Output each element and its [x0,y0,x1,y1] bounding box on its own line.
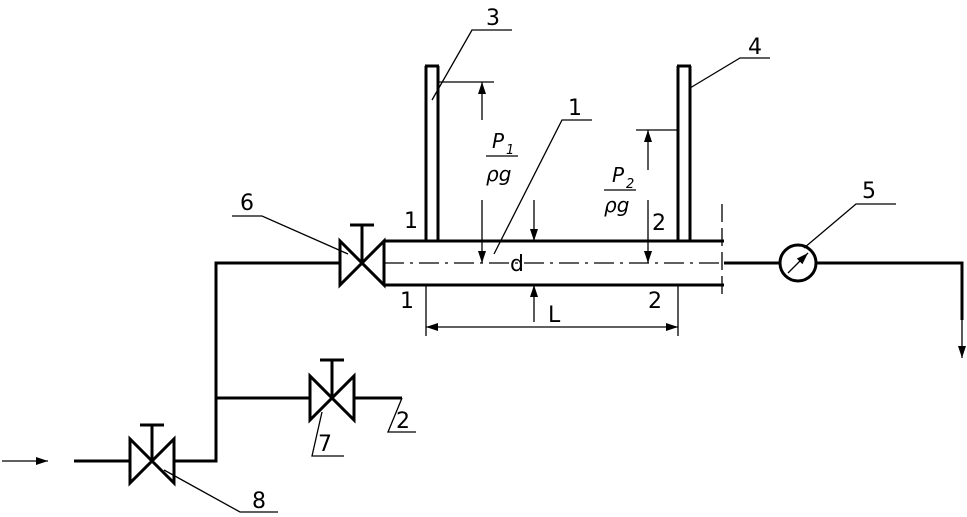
leader-7 [311,411,344,457]
label-4: 4 [748,35,762,60]
diameter-label: d [510,252,524,277]
valve-7 [308,358,356,424]
leader-3 [431,29,512,101]
label-5: 5 [862,179,876,204]
leader-6 [232,215,349,255]
p2-subscript: 2 [626,177,634,192]
leader-5 [803,203,896,249]
discharge-pipe [816,261,964,320]
label-6: 6 [240,191,254,216]
p2-denominator: ρg [604,193,629,217]
section-1-top-label: 1 [404,209,418,234]
piezometer-tube-3 [424,64,440,241]
leader-4 [689,57,770,89]
leader-1 [493,119,592,255]
test-pipe [384,239,724,287]
flow-meter-5 [778,243,818,283]
section-2-bottom-label: 2 [648,289,662,314]
length-label: L [548,303,561,328]
label-8: 8 [252,489,266,514]
p2-numerator: P [612,163,625,187]
piezometer-tube-4 [676,64,692,241]
label-7: 7 [318,432,332,457]
p1-numerator: P [492,129,505,153]
p1-subscript: 1 [506,143,514,158]
section-2-top-label: 2 [652,211,666,236]
riser-pipe [174,261,340,463]
outlet-2-label: 2 [396,409,410,434]
section-1-bottom-label: 1 [400,289,414,314]
p1-denominator: ρg [486,162,511,186]
label-1: 1 [568,96,582,121]
label-3: 3 [486,6,500,31]
leader-8 [163,469,278,513]
valve-8 [128,423,176,487]
leader-outlet-2 [387,397,416,433]
valve-6 [338,223,386,289]
